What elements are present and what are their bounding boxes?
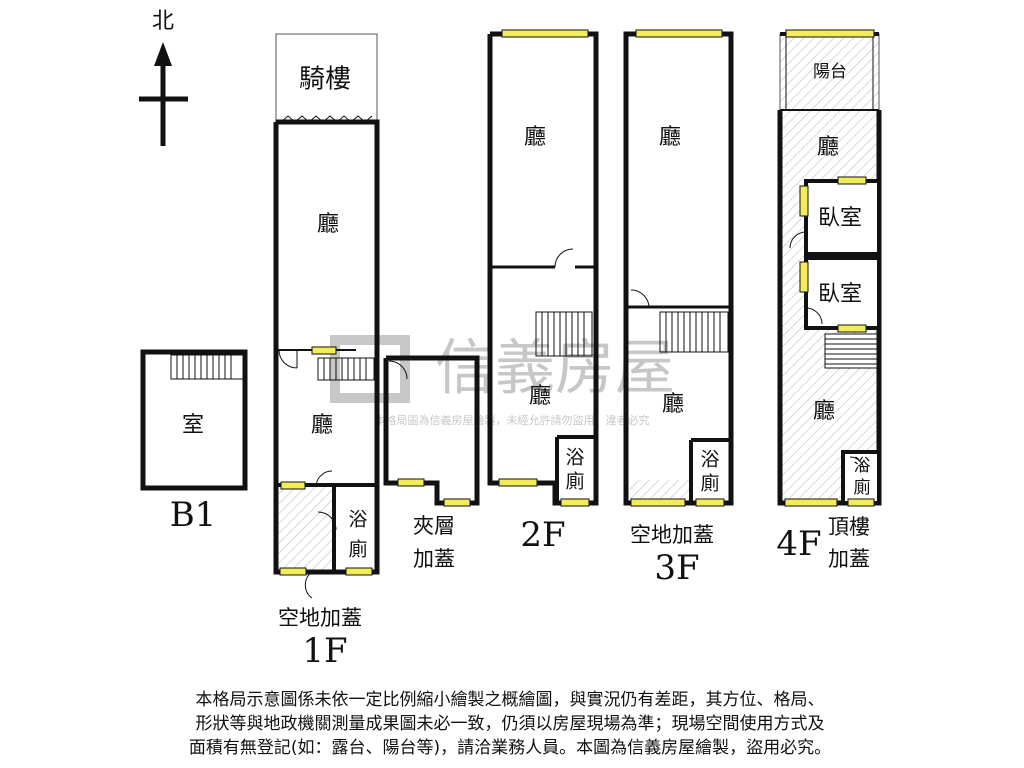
b1-stairs [170, 354, 244, 380]
b1-outline [140, 349, 248, 491]
b1-room-label: 室 [182, 413, 204, 438]
3f-hatch-area [630, 480, 690, 502]
disclaimer-line-3: 面積有無登記(如：露台、陽台等)，請洽業務人員。本圖為信義房屋繪製，盜用必究。 [188, 738, 832, 758]
2f-bath-label-2: 廁 [565, 470, 584, 493]
disclaimer: 本格局示意圖係未依一定比例縮小繪製之概繪圖，與實況仍有差距，其方位、格局、 形狀… [60, 688, 960, 760]
1f-hatch-area [279, 485, 333, 572]
4f-floor-label: 4F [776, 524, 821, 564]
4f-bath-label-2: 廁 [854, 477, 871, 498]
2f-hall-bottom-label: 廳 [529, 384, 551, 409]
4f-balcony-label: 陽台 [813, 62, 847, 82]
mezz-outline [383, 355, 480, 506]
windows [279, 29, 875, 576]
watermark-brand: 信義房屋 [435, 334, 675, 404]
b1-floor-label: B1 [170, 495, 217, 535]
1f-outline [273, 119, 380, 575]
1f-bath-label-1: 浴 [348, 509, 367, 531]
floor-2f: 廳 廳 浴 廁 2F [487, 31, 599, 555]
1f-hall-bottom-label: 廳 [311, 413, 333, 438]
north-label: 北 [152, 9, 174, 34]
3f-hall-bottom-label: 廳 [662, 392, 684, 417]
4f-note-2: 加蓋 [828, 547, 870, 571]
2f-bath-label-1: 浴 [565, 447, 584, 469]
1f-bath-label-2: 廁 [348, 538, 367, 561]
disclaimer-line-2: 形狀等與地政機關測量成果圖未必一致，仍須以房屋現場為準；現場空間使用方式及 [195, 714, 825, 734]
4f-bedroom-2 [804, 256, 881, 330]
4f-bedroom-1 [804, 179, 881, 256]
4f-hall-top-label: 廳 [817, 135, 839, 160]
4f-balcony [779, 33, 880, 111]
1f-note-label: 空地加蓋 [278, 606, 362, 630]
brand-logo-icon [330, 335, 410, 403]
3f-hall-top-label: 廳 [659, 125, 681, 150]
4f-note-1: 頂樓 [828, 515, 870, 539]
4f-bath-label-1: 浴 [854, 456, 871, 476]
3f-outline [623, 31, 734, 506]
1f-floor-label: 1F [302, 631, 347, 671]
3f-bath-label-2: 廁 [700, 472, 719, 495]
4f-hall-bottom-label: 廳 [813, 399, 835, 424]
1f-arcade-label: 騎樓 [299, 65, 351, 95]
mezz-note-2: 加蓋 [413, 547, 455, 571]
watermark-caption: 本格局圖為信義房屋繪製，未經允許請勿盜用，違者必究 [375, 413, 650, 427]
north-arrow-icon [154, 42, 172, 66]
4f-bedroom-2-label: 臥室 [818, 282, 862, 307]
2f-hall-top-label: 廳 [524, 125, 546, 150]
compass: 北 [139, 9, 188, 146]
floor-mezzanine: 夾層 加蓋 [383, 355, 480, 571]
3f-bath-label-1: 浴 [700, 449, 719, 471]
4f-bedroom-1-label: 臥室 [818, 206, 862, 231]
3f-note-label: 空地加蓋 [630, 523, 714, 547]
3f-floor-label: 3F [654, 548, 699, 588]
1f-arcade [275, 33, 378, 123]
mezz-note-1: 夾層 [413, 514, 455, 538]
floor-4f: 陽台 廳 臥室 臥室 廳 浴 廁 4F 頂樓 加蓋 [776, 32, 882, 571]
floor-b1: 室 B1 [140, 349, 248, 535]
disclaimer-line-1: 本格局示意圖係未依一定比例縮小繪製之概繪圖，與實況仍有差距，其方位、格局、 [195, 690, 825, 710]
1f-hall-top-label: 廳 [317, 212, 339, 237]
floor-1f: 騎樓 廳 廳 浴 廁 空地加蓋 1F [273, 33, 380, 671]
2f-floor-label: 2F [520, 515, 565, 555]
